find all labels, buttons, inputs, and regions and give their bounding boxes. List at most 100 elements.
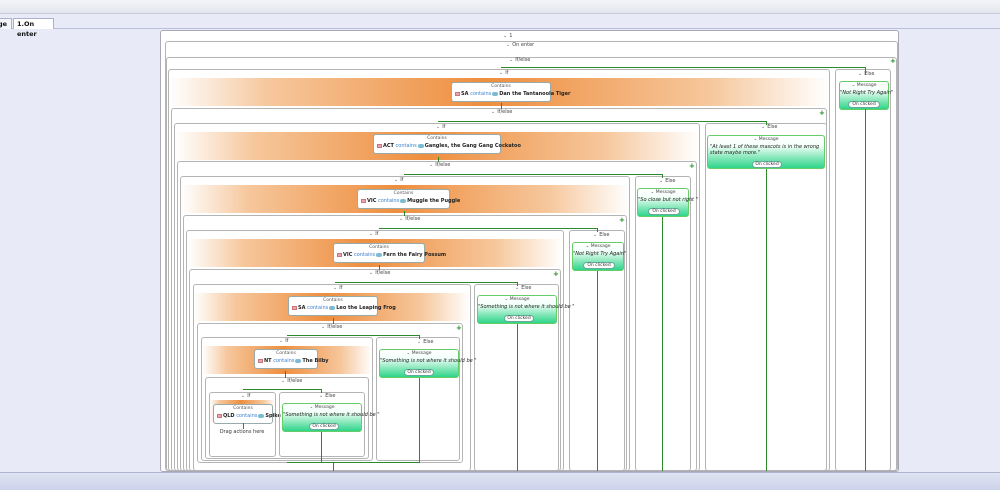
connector-line xyxy=(419,378,420,463)
connector-line xyxy=(662,217,663,471)
ifelse-header-6[interactable]: ⌄If/else xyxy=(321,324,343,330)
message-chevron-icon: ⌄ xyxy=(406,351,412,356)
region-icon xyxy=(258,358,263,363)
region-icon xyxy=(292,305,297,310)
message-block-6[interactable]: ⌄ Message "Something is not where it sho… xyxy=(379,349,477,378)
pet-icon xyxy=(400,198,407,203)
region-icon xyxy=(337,252,342,257)
on-clicked-button[interactable]: On clicked xyxy=(583,262,615,269)
if-header-6[interactable]: ⌄If xyxy=(279,338,289,344)
connector-line xyxy=(404,174,662,175)
pet-icon xyxy=(258,413,265,418)
connector-line xyxy=(285,371,286,378)
pet-icon xyxy=(417,143,424,148)
connector-line xyxy=(865,67,866,75)
if-header-1[interactable]: ⌄If xyxy=(499,70,509,76)
ifelse-header-5[interactable]: ⌄If/else xyxy=(369,270,391,276)
region-icon xyxy=(455,91,460,96)
if-header-2[interactable]: ⌄If xyxy=(436,124,446,130)
ifelse-header-7[interactable]: ⌄If/else xyxy=(281,378,303,384)
on-clicked-button[interactable]: On clicked xyxy=(848,101,880,108)
connector-line xyxy=(501,103,502,109)
if-header-7[interactable]: ⌄If xyxy=(241,393,251,399)
connector-line xyxy=(766,121,767,125)
on-clicked-button[interactable]: On clicked xyxy=(752,161,782,168)
if-block-7 xyxy=(209,392,276,457)
else-block-3 xyxy=(635,176,691,471)
add-action-plus-icon[interactable]: + xyxy=(553,270,559,278)
message-block-5[interactable]: ⌄ Message "Something is not where it sho… xyxy=(477,295,575,324)
add-action-plus-icon[interactable]: + xyxy=(819,109,825,117)
message-chevron-icon: ⌄ xyxy=(650,190,656,195)
else-header-5[interactable]: ⌄Else xyxy=(515,285,532,291)
message-block-4[interactable]: ⌄ Message "Not Right Try Again" On click… xyxy=(572,242,626,271)
connector-line xyxy=(517,282,518,286)
message-block-1[interactable]: ⌄ Message "Not Right Try Again" On click… xyxy=(839,81,893,110)
tab-previous[interactable]: ge xyxy=(0,18,12,29)
pet-icon xyxy=(329,305,336,310)
status-bar xyxy=(0,472,1000,490)
on-clicked-button[interactable]: On clicked xyxy=(504,315,534,322)
connector-line xyxy=(438,157,439,162)
connector-line xyxy=(662,174,663,178)
connector-line xyxy=(597,228,598,232)
else-header-3[interactable]: ⌄Else xyxy=(659,178,676,184)
else-block-6 xyxy=(376,337,460,461)
pet-icon xyxy=(376,252,383,257)
connector-line xyxy=(419,335,420,339)
tab-on-enter[interactable]: 1.On enter xyxy=(13,18,54,38)
message-block-3[interactable]: ⌄ Message "So close but not right " On c… xyxy=(637,188,698,217)
message-block-7[interactable]: ⌄ Message "Something is not where it sho… xyxy=(282,403,380,432)
if-header-3[interactable]: ⌄If xyxy=(394,177,404,183)
message-chevron-icon: ⌄ xyxy=(585,244,591,249)
else-header-7[interactable]: ⌄Else xyxy=(319,393,336,399)
add-action-plus-icon[interactable]: + xyxy=(619,216,625,224)
connector-line xyxy=(379,228,597,229)
region-icon xyxy=(217,413,222,418)
pet-icon xyxy=(295,358,302,363)
on-clicked-button[interactable]: On clicked xyxy=(309,423,339,430)
else-header-2[interactable]: ⌄Else xyxy=(761,124,778,130)
message-chevron-icon: ⌄ xyxy=(309,405,315,410)
connector-line xyxy=(333,318,334,324)
ifelse-header-1[interactable]: ⌄If/else xyxy=(509,57,531,63)
else-header-1[interactable]: ⌄Else xyxy=(858,71,875,77)
connector-line xyxy=(865,109,866,471)
on-clicked-button[interactable]: On clicked xyxy=(404,369,434,376)
ifelse-block-7 xyxy=(205,377,369,459)
message-chevron-icon: ⌄ xyxy=(504,297,510,302)
connector-line xyxy=(243,389,321,390)
message-block-2[interactable]: ⌄ Message "At least 1 of these mascots i… xyxy=(707,135,825,169)
connector-line xyxy=(597,271,598,471)
else-header-6[interactable]: ⌄Else xyxy=(417,339,434,345)
script-canvas[interactable]: ⌄1 ⌄On enter ⌄If/else + ⌄If Contains SA … xyxy=(160,30,899,472)
ifelse-header-2[interactable]: ⌄If/else xyxy=(491,109,513,115)
on-clicked-button[interactable]: On clicked xyxy=(648,208,680,215)
connector-line xyxy=(321,432,322,462)
connector-line xyxy=(517,324,518,471)
add-action-plus-icon[interactable]: + xyxy=(890,57,896,65)
connector-line xyxy=(287,335,419,336)
add-action-plus-icon[interactable]: + xyxy=(689,162,695,170)
ifelse-header-3[interactable]: ⌄If/else xyxy=(429,162,451,168)
on-enter-header[interactable]: ⌄On enter xyxy=(506,42,535,48)
else-block-7 xyxy=(279,392,365,457)
tab-strip: ge 1.On enter xyxy=(0,17,1000,38)
ifelse-header-4[interactable]: ⌄If/else xyxy=(399,216,421,222)
message-chevron-icon: ⌄ xyxy=(753,137,759,142)
drag-actions-hint[interactable]: Drag actions here xyxy=(219,429,265,435)
if-header-4[interactable]: ⌄If xyxy=(369,231,379,237)
else-header-4[interactable]: ⌄Else xyxy=(593,232,610,238)
if-header-5[interactable]: ⌄If xyxy=(333,285,343,291)
else-block-1 xyxy=(835,69,891,471)
connector-line xyxy=(379,265,380,270)
add-action-plus-icon[interactable]: + xyxy=(456,324,462,332)
connector-line xyxy=(335,282,517,283)
